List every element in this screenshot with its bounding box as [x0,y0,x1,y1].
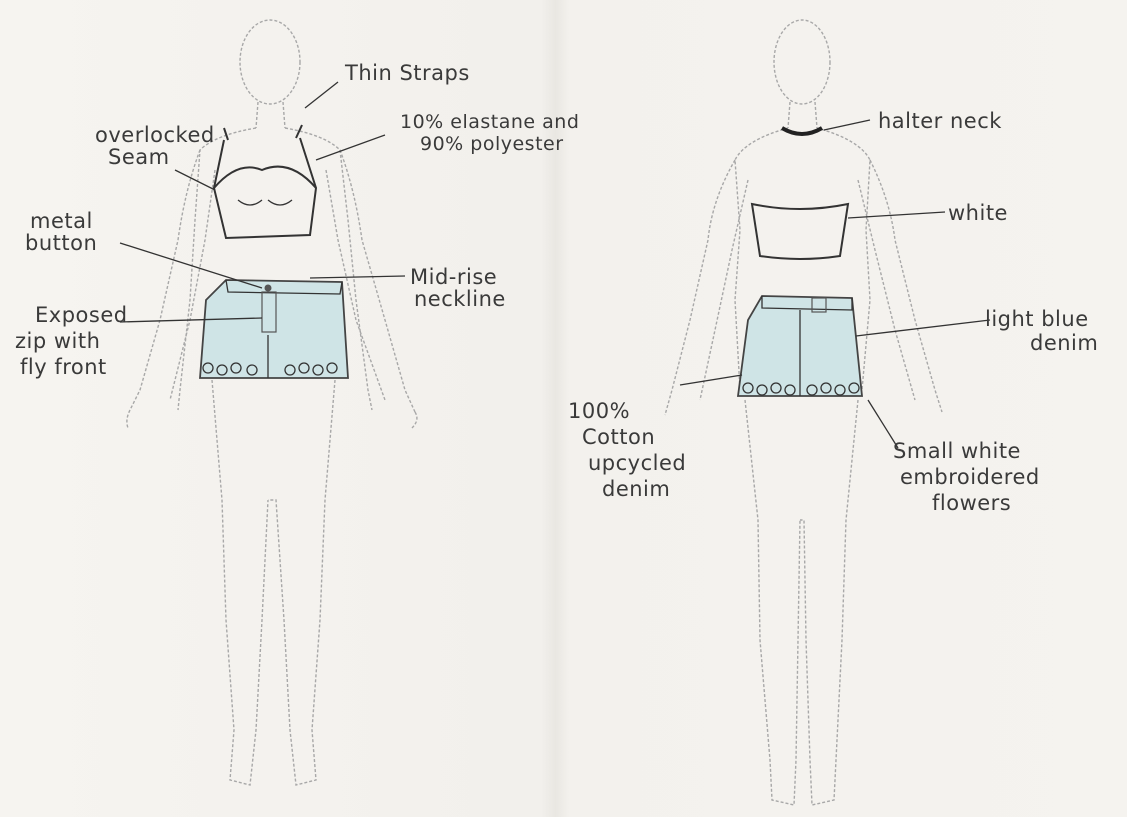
label-denim-line1: light blue [985,307,1089,331]
label-overlocked-line1: overlocked [95,123,215,147]
label-flowers-line3: flowers [932,491,1011,515]
label-button-line2: button [25,231,97,255]
label-cotton-line2: Cotton [582,425,655,449]
label-flowers-line2: embroidered [900,465,1040,489]
label-zip-line3: fly front [20,355,107,379]
front-crop-top [214,125,316,238]
label-rise-line2: neckline [414,287,506,311]
back-figure-croquis [665,20,942,805]
front-denim-shorts [200,280,348,378]
label-zip-line1: Exposed [35,303,128,327]
label-rise-line1: Mid-rise [410,265,497,289]
label-thin-straps: Thin Straps [344,61,470,85]
label-cotton-line1: 100% [568,399,630,423]
label-cotton-line4: denim [602,477,670,501]
label-white: white [948,201,1008,225]
back-halter-strap [782,128,822,134]
label-overlocked-line2: Seam [108,145,170,169]
back-denim-shorts [738,296,862,396]
label-fabric-line2: 90% polyester [420,133,564,155]
back-leader-lines [680,120,990,448]
label-halter-neck: halter neck [878,109,1002,133]
back-crop-top [752,204,848,259]
label-denim-line2: denim [1030,331,1098,355]
label-cotton-line3: upcycled [588,451,686,475]
label-button-line1: metal [30,209,93,233]
label-flowers-line1: Small white [893,439,1021,463]
label-fabric-line1: 10% elastane and [400,111,579,133]
label-zip-line2: zip with [15,329,100,353]
